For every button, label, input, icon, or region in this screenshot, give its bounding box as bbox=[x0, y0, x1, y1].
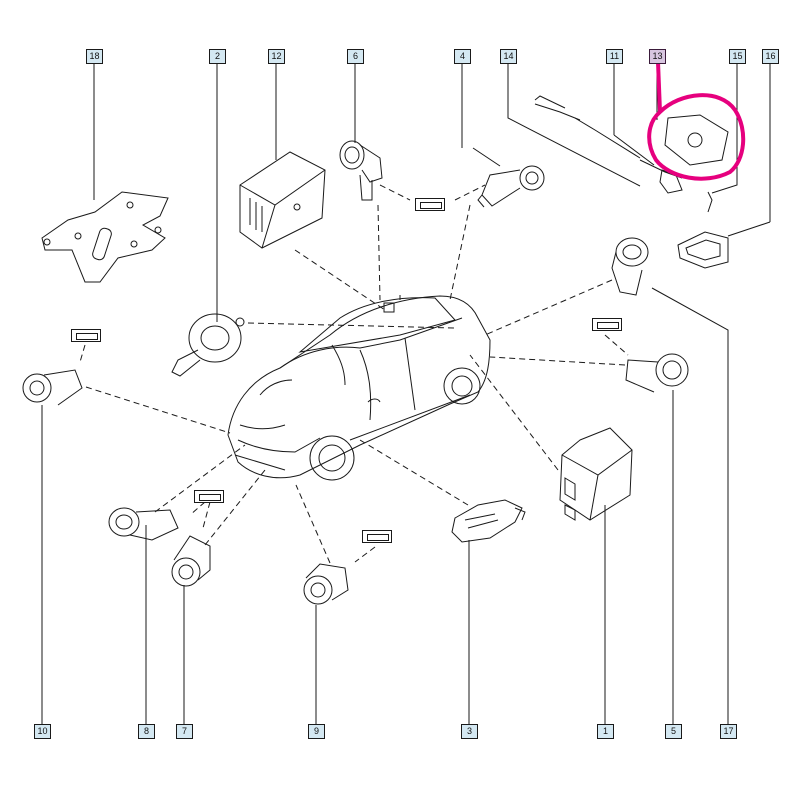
callout-5: 5 bbox=[665, 724, 682, 739]
sensor-10 bbox=[22, 369, 83, 406]
reference-tag bbox=[71, 329, 101, 342]
reference-tag bbox=[592, 318, 622, 331]
callout-12: 12 bbox=[268, 49, 285, 64]
callout-4: 4 bbox=[454, 49, 471, 64]
sensor-6 bbox=[339, 140, 383, 201]
camera-assembly-13 bbox=[534, 95, 729, 213]
callout-10: 10 bbox=[34, 724, 51, 739]
callout-6: 6 bbox=[347, 49, 364, 64]
callout-2: 2 bbox=[209, 49, 226, 64]
highlight-circle bbox=[647, 61, 746, 181]
callout-7: 7 bbox=[176, 724, 193, 739]
cover-16 bbox=[677, 231, 729, 269]
ecu-12 bbox=[239, 151, 326, 249]
reference-tag bbox=[362, 530, 392, 543]
leader-lines bbox=[41, 62, 771, 724]
sensor-3 bbox=[451, 499, 526, 543]
bracket-18 bbox=[41, 191, 169, 283]
callout-16: 16 bbox=[762, 49, 779, 64]
callout-1: 1 bbox=[597, 724, 614, 739]
buzzer-2 bbox=[171, 313, 245, 377]
sensor-4 bbox=[477, 165, 545, 208]
connection-lines bbox=[79, 184, 629, 564]
callout-18: 18 bbox=[86, 49, 103, 64]
callout-14: 14 bbox=[500, 49, 517, 64]
sensor-7 bbox=[171, 535, 211, 587]
callout-11: 11 bbox=[606, 49, 623, 64]
callout-15: 15 bbox=[729, 49, 746, 64]
sensor-5 bbox=[625, 353, 689, 393]
car-outline bbox=[227, 295, 491, 481]
callout-17: 17 bbox=[720, 724, 737, 739]
callout-13: 13 bbox=[649, 49, 666, 64]
reference-tag bbox=[194, 490, 224, 503]
callout-9: 9 bbox=[308, 724, 325, 739]
callout-8: 8 bbox=[138, 724, 155, 739]
sensor-8 bbox=[108, 507, 179, 541]
reference-tag bbox=[415, 198, 445, 211]
sensor-17 bbox=[611, 237, 649, 296]
callout-3: 3 bbox=[461, 724, 478, 739]
module-1 bbox=[559, 427, 633, 521]
sensor-9 bbox=[303, 563, 349, 605]
